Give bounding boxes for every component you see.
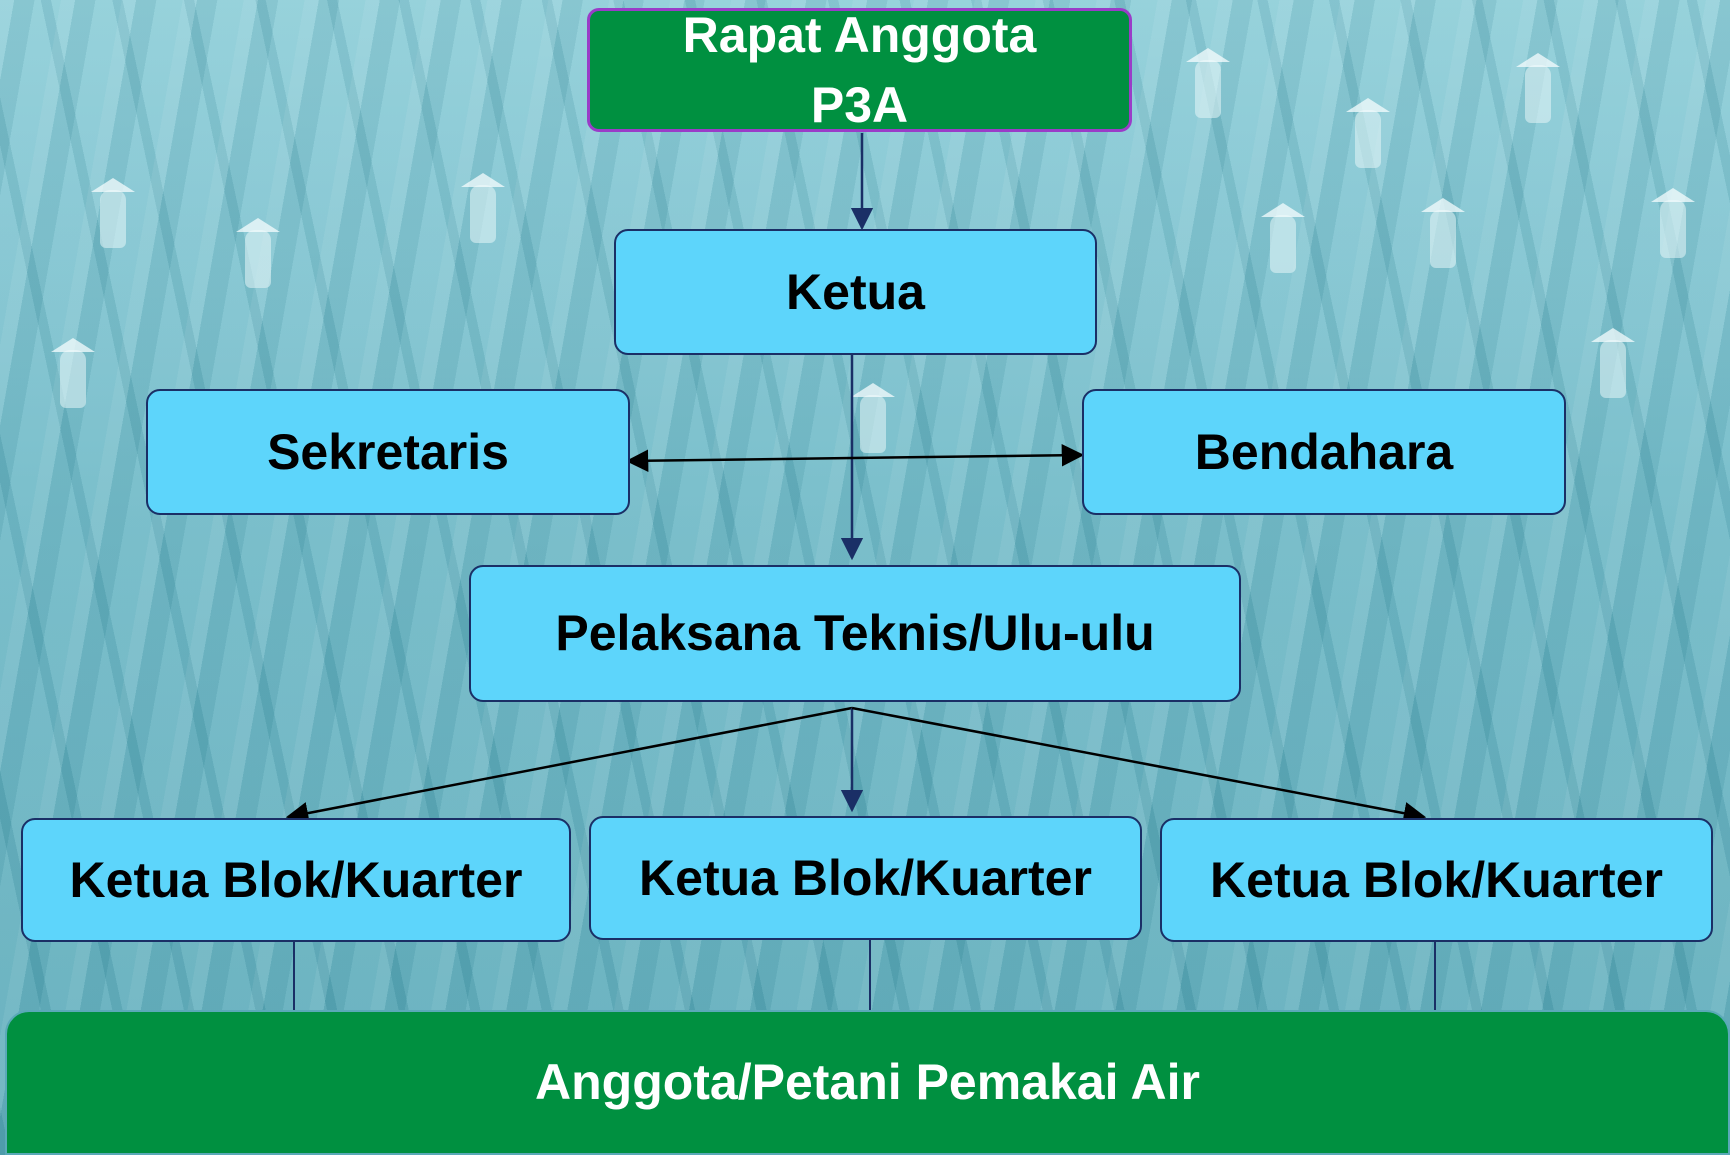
farmer-figure <box>1261 203 1305 273</box>
farmer-figure <box>1516 53 1560 123</box>
sekretaris-label: Sekretaris <box>267 423 509 480</box>
farmer-figure <box>1186 48 1230 118</box>
ketua-label: Ketua <box>786 263 925 320</box>
farmer-figure <box>1651 188 1695 258</box>
pelaksana-teknis-label: Pelaksana Teknis/Ulu-ulu <box>555 605 1155 662</box>
ketua-blok-node-right: Ketua Blok/Kuarter <box>1160 818 1713 942</box>
pelaksana-teknis-node: Pelaksana Teknis/Ulu-ulu <box>469 565 1241 702</box>
farmer-figure <box>1421 198 1465 268</box>
anggota-petani-node: Anggota/Petani Pemakai Air <box>5 1010 1730 1155</box>
farmer-figure <box>91 178 135 248</box>
farmer-figure <box>461 173 505 243</box>
arrow-pelaksana-to-blok-right <box>851 706 1427 825</box>
farmer-figure <box>1346 98 1390 168</box>
rapat-anggota-line2: P3A <box>810 77 909 133</box>
ketua-blok-node-center: Ketua Blok/Kuarter <box>589 816 1142 940</box>
ketua-node: Ketua <box>614 229 1097 355</box>
ketua-blok-label: Ketua Blok/Kuarter <box>1210 851 1663 908</box>
farmer-figure <box>1591 328 1635 398</box>
arrow-to-sekretaris <box>625 449 853 472</box>
ketua-blok-label: Ketua Blok/Kuarter <box>69 851 523 908</box>
farmer-figure <box>236 218 280 288</box>
farmer-figure <box>51 338 95 408</box>
ketua-blok-label: Ketua Blok/Kuarter <box>639 849 1092 906</box>
rapat-anggota-line1: Rapat Anggota <box>682 7 1037 63</box>
bendahara-node: Bendahara <box>1082 389 1566 515</box>
sekretaris-node: Sekretaris <box>146 389 630 515</box>
arrow-to-bendahara <box>851 444 1085 467</box>
farmer-figure <box>851 383 895 453</box>
rapat-anggota-node: Rapat Anggota P3A <box>587 7 1132 133</box>
bendahara-label: Bendahara <box>1194 423 1454 480</box>
ketua-blok-node-left: Ketua Blok/Kuarter <box>21 818 571 942</box>
arrow-pelaksana-to-blok-left <box>285 706 853 825</box>
anggota-petani-label: Anggota/Petani Pemakai Air <box>535 1054 1200 1111</box>
